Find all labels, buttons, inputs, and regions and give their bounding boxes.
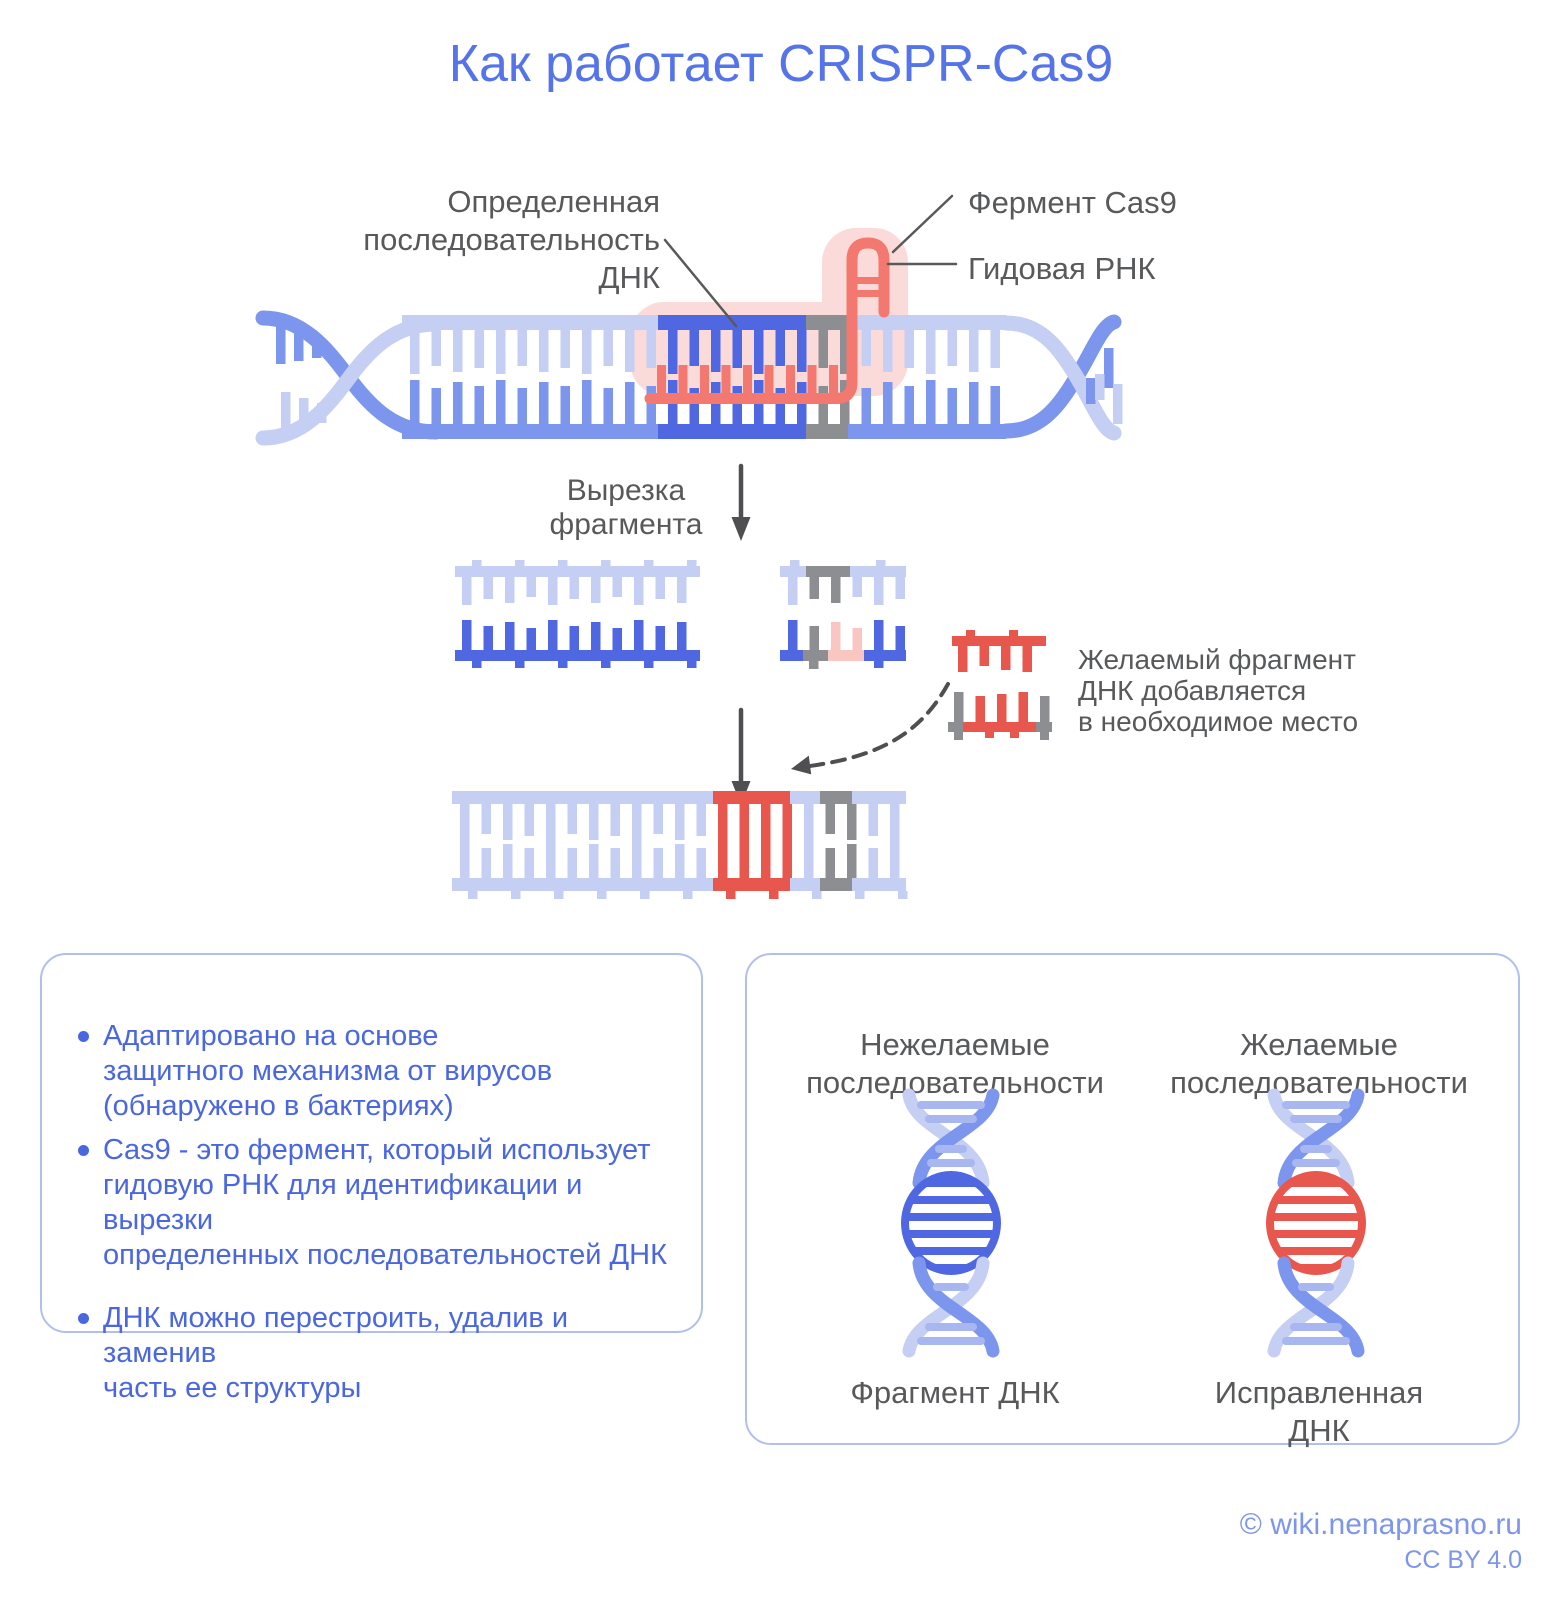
label-cut-step: Вырезка фрагмента [550,474,703,542]
cut-fragment-left-bottom [455,620,700,668]
dna-helix-fragment-icon [901,1088,1001,1358]
header-line: Желаемые [1240,1027,1398,1062]
label-insert-step: Желаемый фрагмент ДНК добавляется в необ… [1078,644,1358,737]
label-leader-lines [663,194,958,328]
label-cas9-enzyme: Фермент Cas9 [968,185,1177,220]
fact-line: Cas9 - это фермент, который использует [103,1134,651,1166]
fact-line: (обнаружено в бактериях) [103,1090,454,1122]
caption-line: Фрагмент ДНК [850,1375,1060,1410]
cut-fragment-left-top [455,560,700,605]
license-text: CC BY 4.0 [1404,1546,1522,1574]
fact-line: гидовую РНК для идентификации и вырезки [103,1169,583,1236]
comparison-box [745,953,1520,1445]
cut-fragment-right-bottom [780,620,906,669]
attribution: © wiki.nenaprasno.ru CC BY 4.0 [1240,1508,1522,1575]
dna-helix [901,1088,1001,1358]
label-insert-step-line: в необходимое место [1078,706,1359,737]
repaired-dna-top [452,791,906,850]
fact-text: Адаптировано на основе защитного механиз… [103,1019,552,1124]
fact-line: Адаптировано на основе [103,1020,439,1052]
label-cut-step-line: Вырезка [566,474,686,507]
label-dna-sequence-line: ДНК [598,260,660,295]
label-guide-rna: Гидовая РНК [968,251,1156,286]
fact-text: ДНК можно перестроить, удалив и заменив … [103,1301,683,1406]
caption-corrected-dna: Исправленная ДНК [1215,1374,1423,1450]
header-unwanted-sequences: Нежелаемые последовательности [806,1026,1104,1102]
fact-line: ДНК можно перестроить, удалив и заменив [103,1302,569,1369]
caption-dna-fragment: Фрагмент ДНК [850,1374,1059,1412]
page-title: Как работает CRISPR-Cas9 [448,35,1114,93]
repaired-dna-bottom [452,834,908,899]
fact-line: определенных последовательностей ДНК [103,1239,667,1271]
fact-line: часть ее структуры [103,1372,362,1404]
label-dna-sequence-line: последовательность [363,222,660,257]
credit-text: © wiki.nenaprasno.ru [1239,1508,1522,1541]
header-line: последовательности [1170,1065,1468,1100]
cut-fragment-right-top [780,560,906,605]
label-dna-sequence: Определенная последовательность ДНК [363,183,660,297]
label-cut-step-line: фрагмента [549,508,703,541]
fact-item: ДНК можно перестроить, удалив и заменив … [72,1301,683,1406]
cut-arrow-down-icon [731,463,751,541]
donor-fragment-bottom [948,692,1052,740]
bullet-dot-icon [78,1313,89,1324]
top-strand [402,315,1006,374]
label-insert-step-line: ДНК добавляется [1078,675,1307,706]
donor-fragment-top [952,630,1046,672]
insert-arrow-down-icon [731,707,751,805]
dna-helix [1266,1088,1366,1358]
header-wanted-sequences: Желаемые последовательности [1170,1026,1468,1102]
dna-helix-corrected-icon [1266,1088,1366,1358]
donor-dashed-arrow-icon [791,682,950,775]
caption-line: Исправленная [1214,1375,1424,1410]
guide-rna [644,237,890,404]
facts-box: Адаптировано на основе защитного механиз… [40,953,703,1404]
header-line: последовательности [806,1065,1104,1100]
header-line: Нежелаемые [860,1027,1050,1062]
label-dna-sequence-line: Определенная [447,184,660,219]
fact-text: Cas9 - это фермент, который использует г… [103,1133,683,1273]
bullet-dot-icon [78,1145,89,1156]
bullet-dot-icon [78,1031,89,1042]
fact-item: Адаптировано на основе защитного механиз… [72,1019,683,1124]
fact-item: Cas9 - это фермент, который использует г… [72,1133,683,1273]
fact-line: защитного механизма от вирусов [103,1055,553,1087]
caption-line: ДНК [1288,1413,1350,1448]
label-insert-step-line: Желаемый фрагмент [1078,644,1356,675]
crispr-process-diagram [255,194,1123,899]
